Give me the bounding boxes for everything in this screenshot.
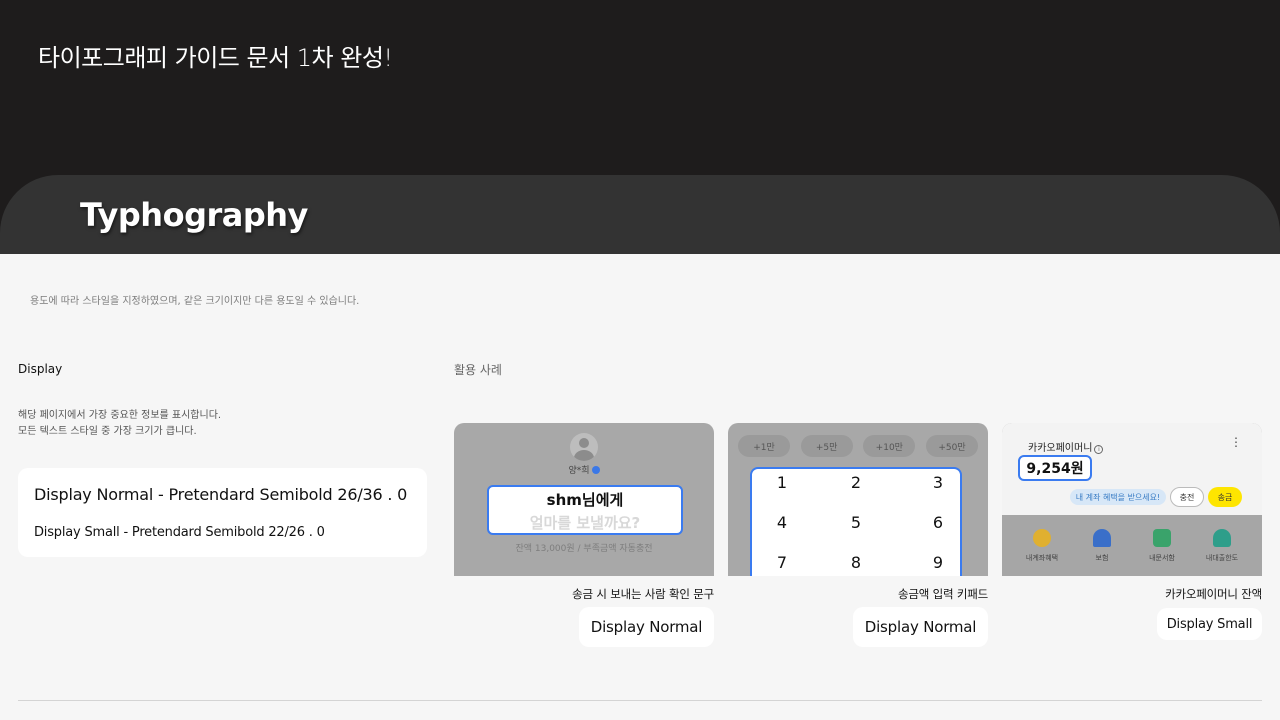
- example-caption: 송금액 입력 키패드: [898, 587, 988, 601]
- keypad-key: 8: [850, 553, 862, 572]
- section-desc-line: 모든 텍스트 스타일 중 가장 크기가 큽니다.: [18, 426, 197, 437]
- keypad-key: 3: [932, 473, 944, 492]
- umbrella-icon: [1093, 529, 1111, 547]
- keypad-key: 5: [850, 513, 862, 532]
- spec-display-normal: Display Normal - Pretendard Semibold 26/…: [34, 485, 408, 504]
- quick-amount-chip: +1만: [738, 435, 790, 457]
- style-tag: Display Normal: [853, 607, 988, 647]
- balance-amount: 9,254원: [1018, 455, 1092, 481]
- quick-amount-row: +1만 +5만 +10만 +50만: [738, 435, 978, 457]
- keypad-key: 9: [932, 553, 944, 572]
- style-tag: Display Normal: [579, 607, 714, 647]
- menu-item: 내문서함: [1134, 529, 1190, 563]
- send-button: 송금: [1208, 487, 1242, 507]
- verified-icon: [591, 466, 600, 474]
- announcement-title: 타이포그래피 가이드 문서 1차 완성!: [38, 44, 393, 72]
- menu-item: 내계좌혜택: [1014, 529, 1070, 563]
- keypad-key: 7: [776, 553, 788, 572]
- content-area: 용도에 따라 스타일을 지정하였으며, 같은 크기이지만 다른 용도일 수 있습…: [0, 254, 1280, 720]
- recipient-name: 양*희: [454, 463, 714, 476]
- doc-header: [0, 175, 1280, 255]
- intro-text: 용도에 따라 스타일을 지정하였으며, 같은 크기이지만 다른 용도일 수 있습…: [30, 296, 360, 307]
- document-icon: [1153, 529, 1171, 547]
- example-screenshot-transfer-recipient: 양*희 shm님에게 얼마를 보낼까요? 잔액 13,000원 / 부족금액 자…: [454, 423, 714, 576]
- spec-card: Display Normal - Pretendard Semibold 26/…: [18, 468, 427, 557]
- section-label: Display: [18, 362, 63, 376]
- transfer-recipient-line: shm님에게: [546, 491, 624, 509]
- balance-note: 잔액 13,000원 / 부족금액 자동충전: [515, 544, 653, 554]
- menu-item: 내대출한도: [1194, 529, 1250, 563]
- keypad: 1 2 3 4 5 6 7 8 9: [750, 467, 962, 576]
- more-icon: ⋮: [1230, 435, 1242, 449]
- example-caption: 카카오페이머니 잔액: [1165, 587, 1262, 601]
- doc-title: Typhography: [80, 196, 308, 234]
- keypad-key: 2: [850, 473, 862, 492]
- menu-item: 보험: [1074, 529, 1130, 563]
- highlight-box: shm님에게 얼마를 보낼까요?: [487, 485, 683, 535]
- keypad-key: 6: [932, 513, 944, 532]
- example-screenshot-keypad: +1만 +5만 +10만 +50만 1 2 3 4 5 6 7 8 9: [728, 423, 988, 576]
- avatar-icon: [570, 433, 598, 461]
- benefit-pill: 내 계좌 혜택을 받으세요!: [1070, 489, 1166, 505]
- info-icon: i: [1094, 445, 1104, 454]
- keypad-key: 4: [776, 513, 788, 532]
- quick-amount-chip: +50만: [925, 435, 978, 457]
- spec-display-small: Display Small - Pretendard Semibold 22/2…: [34, 525, 325, 540]
- style-tag: Display Small: [1157, 608, 1262, 640]
- keypad-key: 1: [776, 473, 788, 492]
- quick-amount-chip: +5만: [800, 435, 853, 457]
- quick-amount-chip: +10만: [863, 435, 916, 457]
- coin-icon: [1033, 529, 1051, 547]
- transfer-question-line: 얼마를 보낼까요?: [529, 514, 641, 532]
- scale-icon: [1213, 529, 1231, 547]
- example-caption: 송금 시 보내는 사람 확인 문구: [572, 587, 714, 601]
- charge-button: 충전: [1170, 487, 1204, 507]
- section-desc-line: 해당 페이지에서 가장 중요한 정보를 표시합니다.: [18, 410, 222, 421]
- usage-label: 활용 사례: [454, 363, 502, 377]
- divider: [18, 700, 1262, 701]
- section-description: 해당 페이지에서 가장 중요한 정보를 표시합니다. 모든 텍스트 스타일 중 …: [18, 408, 221, 440]
